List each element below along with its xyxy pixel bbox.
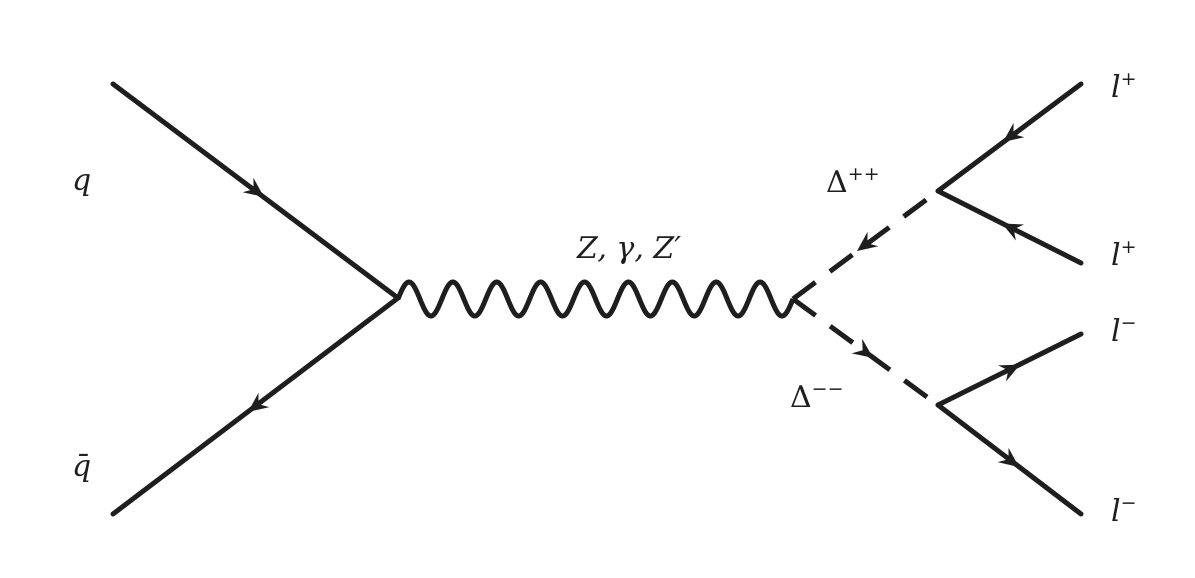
- delta-pp-arrow: [857, 231, 879, 251]
- lepton-minus-2-arrow: [997, 447, 1019, 468]
- label-lepton-minus-1: l−: [1111, 314, 1137, 347]
- delta-mm-arrow: [851, 338, 874, 358]
- label-lepton-plus-2-charge: +: [1120, 236, 1137, 258]
- label-lepton-minus-1-base: l: [1111, 314, 1121, 349]
- label-qbar: q̄: [72, 449, 92, 484]
- label-boson: Z, γ, Z′: [577, 231, 682, 266]
- label-lepton-plus-1-charge: +: [1120, 68, 1137, 90]
- label-lepton-minus-2-base: l: [1111, 494, 1121, 529]
- label-delta-pp: Δ++: [826, 165, 880, 198]
- label-delta-pp-charge: ++: [847, 163, 880, 185]
- label-lepton-minus-1-charge: −: [1120, 312, 1137, 334]
- label-lepton-plus-2: l+: [1111, 238, 1137, 271]
- label-lepton-minus-2-charge: −: [1120, 492, 1137, 514]
- lepton-minus-1-arrow: [998, 364, 1020, 382]
- delta-pp-propagator: [791, 188, 940, 302]
- label-lepton-plus-1-base: l: [1111, 70, 1121, 105]
- delta-mm-propagator: [791, 296, 940, 408]
- boson-propagator: [395, 279, 796, 319]
- quark-arrow: [242, 177, 264, 197]
- label-q: q: [72, 163, 92, 198]
- lepton-plus-1-arrow: [1003, 122, 1025, 142]
- label-delta-pp-base: Δ: [826, 165, 848, 200]
- antiquark-arrow: [248, 392, 270, 412]
- label-delta-mm-base: Δ: [790, 380, 812, 415]
- lepton-plus-2-arrow: [1002, 223, 1024, 241]
- label-delta-mm-charge: −−: [811, 378, 844, 400]
- label-lepton-minus-2: l−: [1111, 494, 1137, 527]
- label-lepton-plus-1: l+: [1111, 70, 1137, 103]
- label-delta-mm: Δ−−: [790, 380, 844, 413]
- label-lepton-plus-2-base: l: [1111, 238, 1121, 273]
